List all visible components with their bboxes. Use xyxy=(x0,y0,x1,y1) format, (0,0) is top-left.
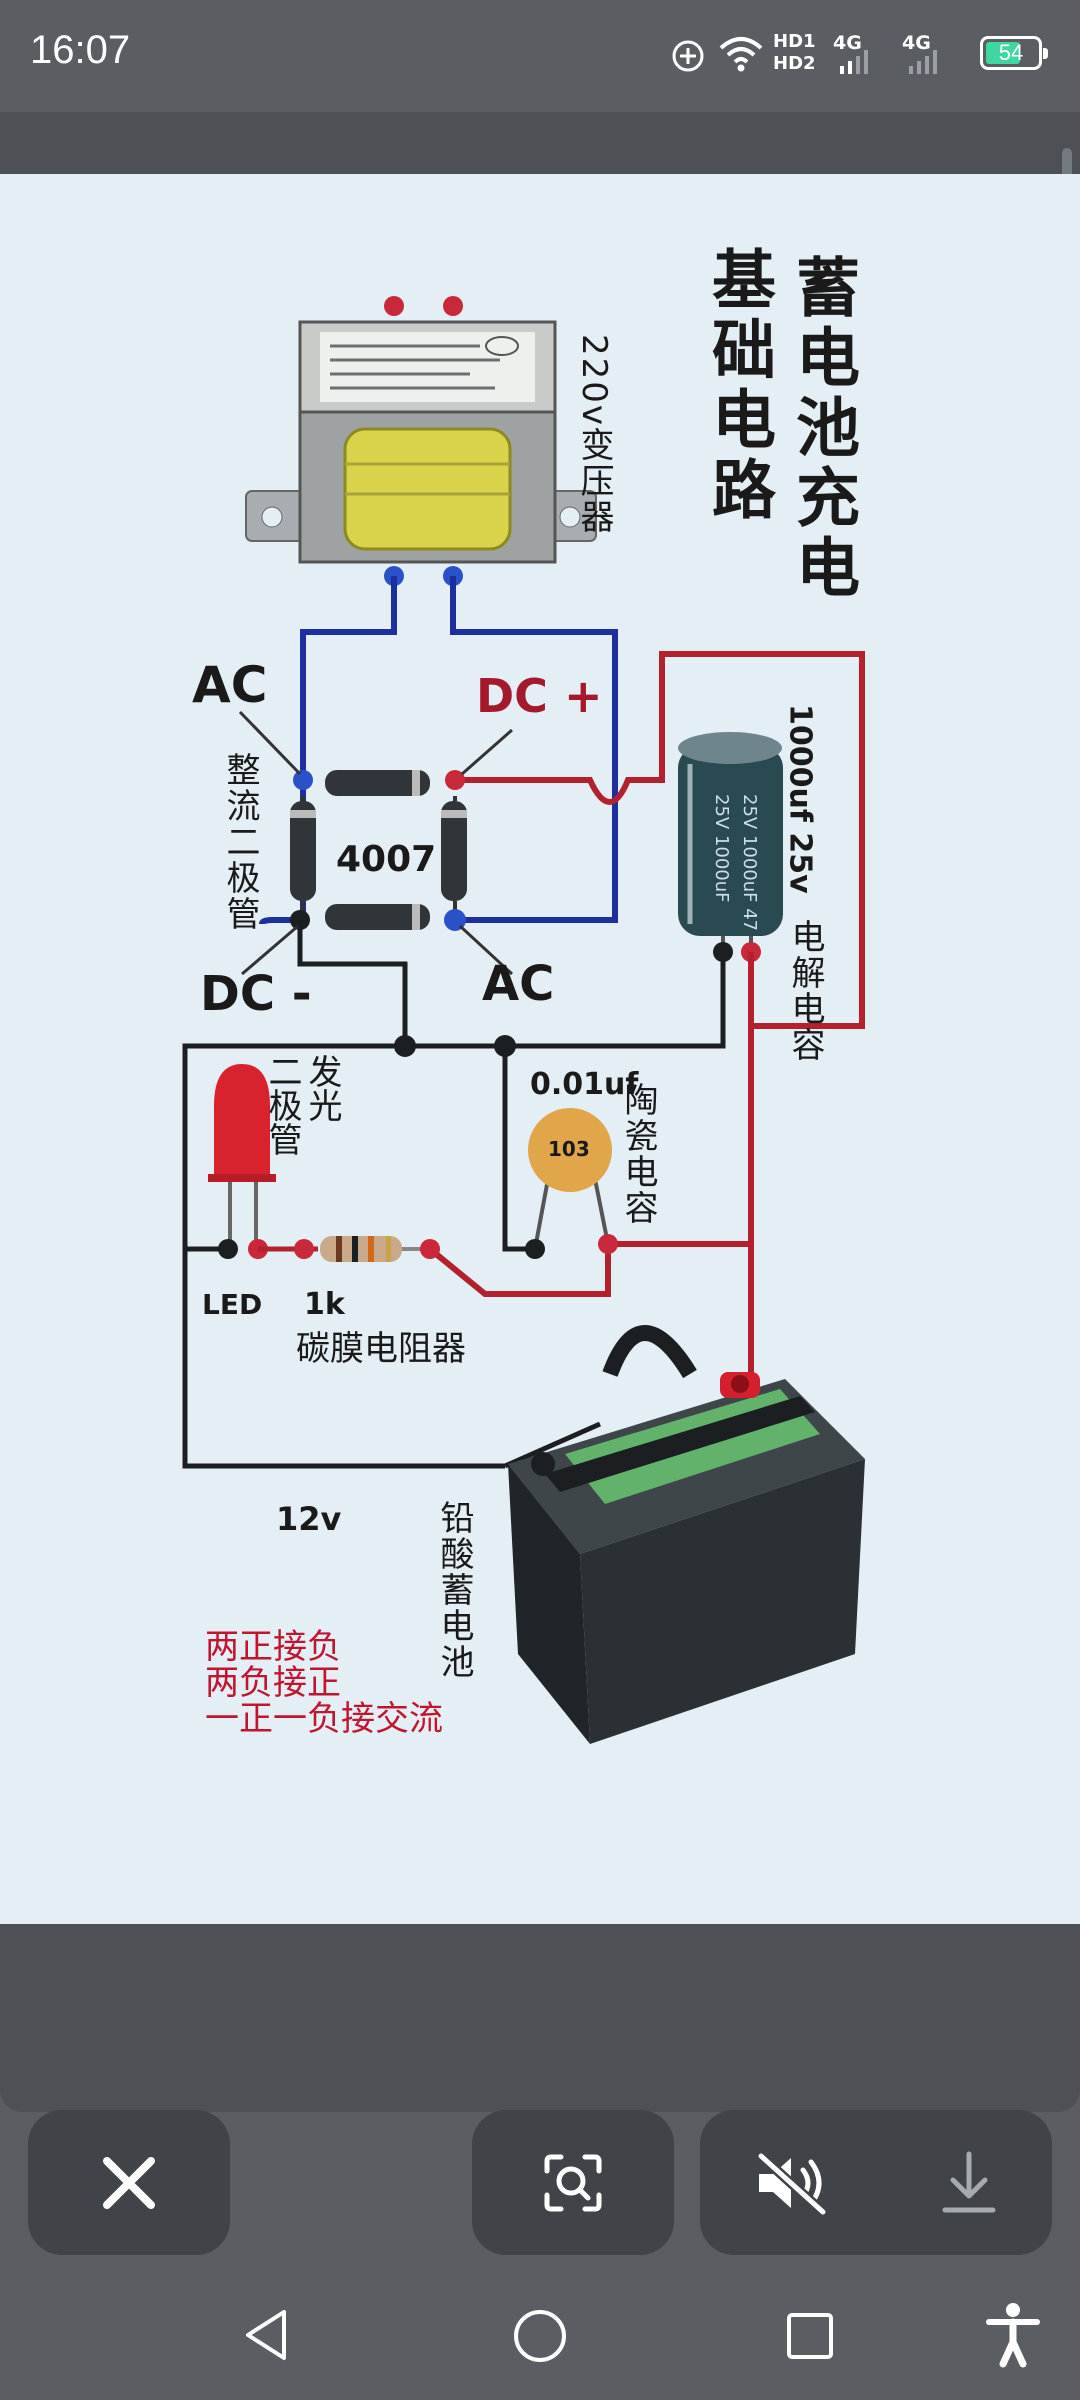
rectifier-label: 整流二极管 xyxy=(220,752,260,932)
led-label-col1: 发光 xyxy=(302,1054,342,1122)
close-icon xyxy=(103,2156,155,2209)
home-icon[interactable] xyxy=(512,2308,568,2364)
bridge-rectifier xyxy=(290,770,467,931)
lens-search-button[interactable] xyxy=(472,2110,674,2255)
battery-level: 54 xyxy=(998,40,1024,65)
title-col1: 蓄电池充电 xyxy=(785,254,859,604)
label-ac-top: AC xyxy=(192,656,267,714)
media-controls xyxy=(700,2110,1052,2255)
resistor-label: 碳膜电阻器 xyxy=(296,1329,466,1369)
network-type-1: 4G xyxy=(833,32,862,54)
transformer-label: 220v变压器 xyxy=(574,334,614,535)
close-button[interactable] xyxy=(28,2110,230,2255)
label-dc-plus: DC + xyxy=(476,669,603,723)
resistor xyxy=(258,1236,440,1262)
transformer xyxy=(245,296,597,586)
lead-acid-battery xyxy=(503,1325,865,1744)
data-saver-icon xyxy=(672,40,704,72)
ceramic-code: 103 xyxy=(548,1137,590,1161)
ceramic-capacitor xyxy=(525,1108,618,1259)
signal-icon-2 xyxy=(909,50,937,74)
label-dc-minus: DC - xyxy=(200,966,312,1022)
note-line-3: 一正一负接交流 xyxy=(205,1699,443,1739)
title-col2: 基础电路 xyxy=(701,246,776,526)
signal-icon-1 xyxy=(840,50,868,74)
hd2-label: HD2 xyxy=(773,53,816,74)
note-line-2: 两负接正 xyxy=(205,1663,341,1703)
circuit-photo: 蓄电池充电 基础电路 220v变压器 4007 整流二极管 A xyxy=(0,174,1080,1924)
svg-text:25V 1000uF: 25V 1000uF xyxy=(711,794,732,903)
network-type-2: 4G xyxy=(902,32,931,54)
accessibility-icon[interactable] xyxy=(985,2302,1041,2368)
capacitor-label: 1000uf 25v xyxy=(783,704,818,894)
ceramic-value: 0.01uf xyxy=(530,1067,639,1102)
download-icon[interactable] xyxy=(939,2148,999,2218)
status-bar: 16:07 HD1 HD2 4G 4G 54 xyxy=(0,0,1080,112)
navigation-bar xyxy=(0,2262,1080,2400)
circuit-diagram: 蓄电池充电 基础电路 220v变压器 4007 整流二极管 A xyxy=(182,246,865,1744)
hd1-label: HD1 xyxy=(773,31,816,52)
label-ac-bottom: AC xyxy=(482,956,554,1012)
led-label-col2: 二极管 xyxy=(262,1054,302,1156)
back-icon[interactable] xyxy=(242,2308,292,2362)
ceramic-type: 陶瓷电容 xyxy=(618,1082,658,1226)
battery-label: 铅酸蓄电池 xyxy=(434,1500,474,1680)
image-search-icon xyxy=(544,2154,602,2211)
svg-text:25V 1000uF 47: 25V 1000uF 47 xyxy=(739,794,760,931)
voltage-label: 12v xyxy=(276,1500,342,1538)
resistor-value: 1k xyxy=(304,1287,346,1322)
clock: 16:07 xyxy=(30,28,131,72)
note-line-1: 两正接负 xyxy=(205,1627,341,1667)
volume-off-icon[interactable] xyxy=(753,2150,833,2216)
rectifier-model: 4007 xyxy=(336,839,436,880)
recents-icon[interactable] xyxy=(786,2312,834,2360)
led-text: LED xyxy=(202,1288,262,1321)
capacitor-type: 电解电容 xyxy=(785,919,825,1063)
electrolytic-capacitor: 25V 1000uF 25V 1000uF 47 xyxy=(678,732,783,962)
battery-icon: 54 xyxy=(980,36,1048,70)
led xyxy=(208,1064,276,1259)
wifi-icon xyxy=(719,37,763,72)
